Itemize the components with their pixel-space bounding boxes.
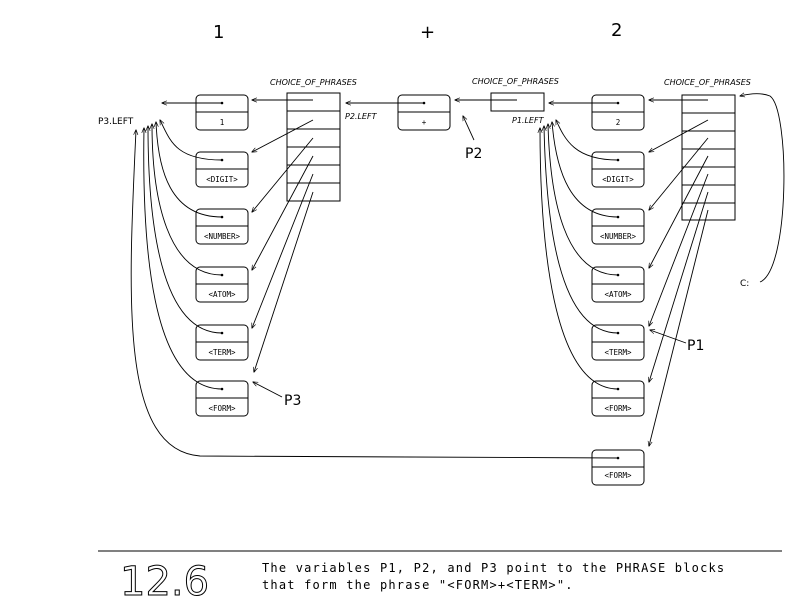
phrase-block-left-atom: <ATOM> [195, 266, 249, 303]
label-p2: P2 [465, 146, 482, 162]
phrase-block-left-number: <NUMBER> [195, 208, 249, 245]
phrase-block-plus: + [397, 94, 451, 131]
phrase-block-right-form-label: <FORM> [604, 404, 632, 413]
phrase-block-bottom-form-label: <FORM> [604, 471, 632, 480]
phrase-block-right-term: <TERM> [591, 324, 645, 361]
phrase-block-right-number: <NUMBER> [591, 208, 645, 245]
phrase-block-left-number-label: <NUMBER> [204, 232, 241, 241]
phrase-block-right-digit-label: <DIGIT> [602, 175, 634, 184]
phrase-block-left-1: 1 [195, 94, 249, 131]
phrase-block-bottom-form: <FORM> [591, 449, 645, 486]
phrase-block-left-digit: <DIGIT> [195, 151, 249, 188]
connector-arrows [130, 94, 785, 459]
choice-label-left: CHOICE_OF_PHRASES [270, 78, 357, 87]
label-p3: P3 [284, 393, 301, 409]
phrase-block-right-digit: <DIGIT> [591, 151, 645, 188]
choice-table-left [286, 92, 341, 202]
phrase-block-left-term-label: <TERM> [208, 348, 236, 357]
phrase-block-right-2-label: 2 [616, 118, 621, 127]
label-p1: P1 [687, 338, 704, 354]
choice-table-middle [490, 92, 545, 112]
phrase-block-right-number-label: <NUMBER> [600, 232, 637, 241]
label-p1-left: P1.LEFT [512, 116, 545, 125]
header-right-digit: 2 [611, 20, 622, 41]
label-c: C: [740, 279, 749, 289]
caption-line-2: that form the phrase "<FORM>+<TERM>". [262, 578, 574, 592]
phrase-block-right-form: <FORM> [591, 380, 645, 417]
phrase-block-left-1-label: 1 [220, 118, 225, 127]
choice-table-right [681, 94, 736, 221]
phrase-block-left-form: <FORM> [195, 380, 249, 417]
phrase-block-left-term: <TERM> [195, 324, 249, 361]
phrase-block-left-digit-label: <DIGIT> [206, 175, 238, 184]
phrase-block-right-atom: <ATOM> [591, 266, 645, 303]
header-operator: + [420, 22, 435, 43]
phrase-block-right-2: 2 [591, 94, 645, 131]
phrase-block-left-atom-label: <ATOM> [208, 290, 236, 299]
label-p2-left: P2.LEFT [345, 112, 378, 121]
phrase-block-right-term-label: <TERM> [604, 348, 632, 357]
caption-line-1: The variables P1, P2, and P3 point to th… [262, 561, 725, 575]
choice-label-right: CHOICE_OF_PHRASES [664, 78, 751, 87]
phrase-block-plus-label: + [422, 118, 427, 127]
choice-label-middle: CHOICE_OF_PHRASES [472, 77, 559, 86]
header-left-digit: 1 [213, 22, 224, 43]
phrase-block-right-atom-label: <ATOM> [604, 290, 632, 299]
figure-number: 12.6 [120, 559, 209, 605]
label-p3-left: P3.LEFT [98, 117, 134, 127]
phrase-block-left-form-label: <FORM> [208, 404, 236, 413]
